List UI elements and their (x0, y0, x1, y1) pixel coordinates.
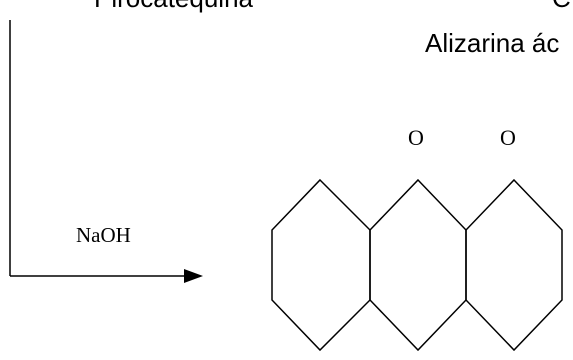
carbonyl-o-left: O (408, 125, 424, 150)
top-left-partial-label: Pirocatequina (94, 0, 254, 13)
ring-right (465, 178, 563, 352)
carbonyl-o-right: O (500, 125, 516, 150)
arrowhead-icon (184, 269, 203, 283)
reaction-arrow (9, 20, 203, 283)
product-name-label: Alizarina ác (425, 28, 559, 58)
ring-middle (369, 178, 467, 352)
ring-left (271, 178, 371, 352)
reagent-label: NaOH (76, 223, 131, 247)
anthraquinone-rings (271, 178, 563, 352)
top-right-partial-label: C (552, 0, 571, 13)
